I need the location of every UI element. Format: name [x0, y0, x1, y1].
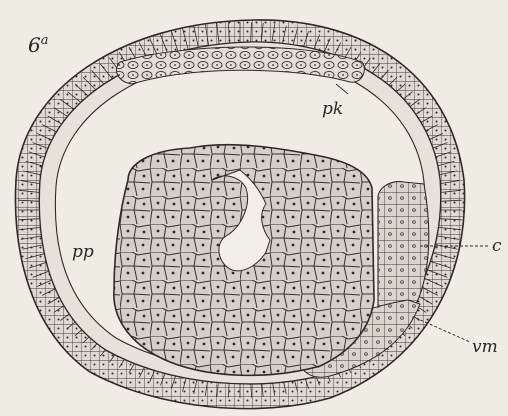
label-pk: pk	[322, 99, 343, 119]
label-pp: pp	[72, 242, 94, 262]
panel-label-superscript: a	[41, 33, 49, 48]
leader-line-pk	[336, 84, 348, 94]
label-vm: vm	[472, 337, 498, 357]
panel-label: 6a	[28, 33, 49, 57]
label-c: c	[492, 236, 502, 256]
